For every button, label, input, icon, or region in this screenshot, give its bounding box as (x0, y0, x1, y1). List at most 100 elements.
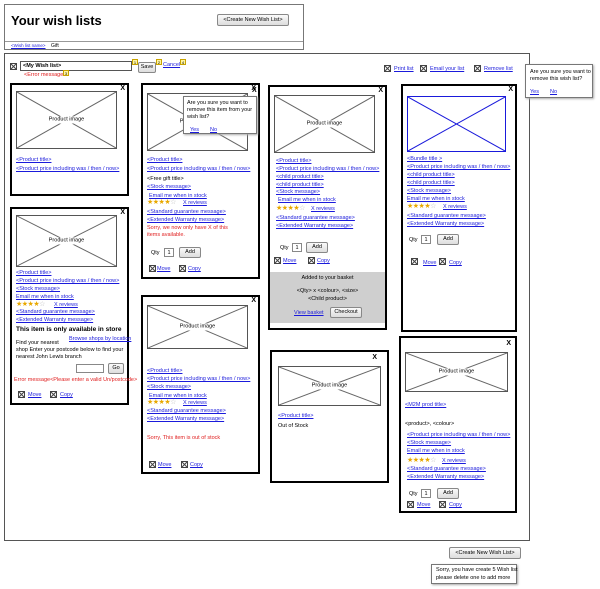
child-title-link-1[interactable]: <child product title> (407, 172, 455, 178)
remove-list-yes[interactable]: Yes (530, 89, 539, 95)
copy-icon[interactable] (439, 501, 446, 508)
list-name-field[interactable]: <My Wish list> (20, 61, 132, 71)
email-stock-link[interactable]: Email me when in stock (16, 294, 74, 300)
reviews-link[interactable]: X reviews (442, 458, 466, 464)
remove-list-no[interactable]: No (550, 89, 558, 95)
qty-input[interactable]: 1 (421, 489, 431, 498)
copy-link[interactable]: Copy (188, 266, 201, 272)
stock-message[interactable]: <Stock message> (407, 440, 452, 446)
move-link[interactable]: Move (28, 392, 42, 398)
child-title-link-2[interactable]: <child product title> (407, 180, 455, 186)
move-link[interactable]: Move (283, 258, 297, 264)
view-basket-link[interactable]: View basket (294, 310, 324, 316)
product-price-link[interactable]: <Product price including was / then / no… (147, 166, 251, 172)
copy-link[interactable]: Copy (60, 392, 73, 398)
close-icon[interactable]: X (120, 209, 125, 216)
copy-link[interactable]: Copy (190, 462, 203, 468)
reviews-link[interactable]: X reviews (54, 302, 78, 308)
product-title-link[interactable]: <Product title> (16, 157, 52, 163)
warranty-link[interactable]: <Extended Warranty message> (16, 317, 94, 323)
qty-input[interactable]: 1 (164, 248, 174, 257)
guarantee-link[interactable]: <Standard guarantee message> (407, 466, 486, 472)
warranty-link[interactable]: <Extended Warranty message> (147, 416, 225, 422)
print-list-link[interactable]: Print list (394, 66, 414, 72)
add-button[interactable]: Add (437, 234, 459, 245)
remove-item-yes[interactable]: Yes (190, 127, 199, 133)
child-title-link-2[interactable]: <child product title> (276, 182, 324, 188)
browse-shops-link[interactable]: Browse shops by location (69, 336, 132, 342)
add-button[interactable]: Add (306, 242, 328, 253)
product-title-link[interactable]: <Product title> (276, 158, 312, 164)
email-stock-link[interactable]: Email me when in stock (149, 193, 207, 199)
email-stock-link[interactable]: Email me when in stock (407, 448, 465, 454)
reviews-link[interactable]: X reviews (443, 204, 467, 210)
create-wishlist-button-bottom[interactable]: <Create New Wish List> (449, 547, 521, 559)
stock-message[interactable]: <Stock message> (407, 188, 452, 194)
close-icon[interactable]: X (251, 85, 256, 92)
copy-link[interactable]: Copy (317, 258, 330, 264)
close-icon[interactable]: X (506, 340, 511, 347)
copy-link[interactable]: Copy (449, 502, 462, 508)
save-button[interactable]: Save (138, 62, 156, 73)
product-price-link[interactable]: <Product price including was / then / no… (16, 278, 120, 284)
move-link[interactable]: Move (158, 462, 172, 468)
close-icon[interactable]: X (251, 297, 256, 304)
move-icon[interactable] (18, 391, 25, 398)
move-icon[interactable] (149, 265, 156, 272)
copy-icon[interactable] (50, 391, 57, 398)
stock-message[interactable]: <Stock message> (16, 286, 61, 292)
stock-message[interactable]: <Stock message> (276, 189, 321, 195)
copy-icon[interactable] (439, 258, 446, 265)
cancel-link[interactable]: Cancel (163, 62, 181, 68)
reviews-link[interactable]: X reviews (183, 200, 207, 206)
product-price-link[interactable]: <Product price including was / then / no… (407, 164, 511, 170)
product-title-link[interactable]: <Product title> (278, 413, 314, 419)
remove-icon[interactable] (474, 65, 481, 72)
create-wishlist-button[interactable]: <Create New Wish List> (217, 14, 289, 26)
product-price-link[interactable]: <Product price including was / then / no… (16, 166, 120, 172)
product-price-link[interactable]: <Product price including was / then / no… (276, 166, 380, 172)
remove-item-no[interactable]: No (210, 127, 218, 133)
qty-input[interactable]: 1 (292, 243, 302, 252)
warranty-link[interactable]: <Extended Warranty message> (407, 474, 485, 480)
product-title-link[interactable]: <Product title> (147, 368, 183, 374)
tab-wishlist-name[interactable]: <Wish list name> (11, 43, 46, 48)
move-icon[interactable] (149, 461, 156, 468)
product-price-link[interactable]: <Product price including was / then / no… (407, 432, 511, 438)
add-button[interactable]: Add (179, 247, 201, 258)
close-icon[interactable]: X (508, 86, 513, 93)
m2m-title-link[interactable]: <M2M prod title> (405, 402, 447, 408)
product-price-link[interactable]: <Product price including was / then / no… (147, 376, 251, 382)
checkout-button[interactable]: Checkout (330, 307, 362, 318)
copy-icon[interactable] (179, 265, 186, 272)
warranty-link[interactable]: <Extended Warranty message> (276, 223, 354, 229)
guarantee-link[interactable]: <Standard guarantee message> (147, 408, 226, 414)
reviews-link[interactable]: X reviews (183, 400, 207, 406)
copy-link[interactable]: Copy (449, 260, 462, 266)
child-title-link-1[interactable]: <child product title> (276, 174, 324, 180)
email-icon[interactable] (420, 65, 427, 72)
reviews-link[interactable]: X reviews (311, 206, 335, 212)
product-title-link[interactable]: <Product title> (16, 270, 52, 276)
email-stock-link[interactable]: Email me when in stock (407, 196, 465, 202)
print-icon[interactable] (384, 65, 391, 72)
stock-message[interactable]: <Stock message> (147, 384, 192, 390)
close-icon[interactable]: X (372, 354, 377, 361)
qty-input[interactable]: 1 (421, 235, 431, 244)
postcode-input[interactable] (76, 364, 104, 373)
warranty-link[interactable]: <Extended Warranty message> (407, 221, 485, 227)
guarantee-link[interactable]: <Standard guarantee message> (407, 213, 486, 219)
warranty-link[interactable]: <Extended Warranty message> (147, 217, 225, 223)
move-icon[interactable] (274, 257, 281, 264)
go-button[interactable]: Go (108, 363, 124, 374)
email-list-link[interactable]: Email your list (430, 66, 465, 72)
move-icon[interactable] (411, 258, 418, 265)
remove-list-link[interactable]: Remove list (484, 66, 513, 72)
select-list-checkbox[interactable] (10, 63, 17, 70)
stock-message[interactable]: <Stock message> (147, 184, 192, 190)
bundle-title-link[interactable]: <Bundle title > (407, 156, 443, 162)
close-icon[interactable]: X (378, 87, 383, 94)
move-link[interactable]: Move (417, 502, 431, 508)
product-title-link[interactable]: <Product title> (147, 157, 183, 163)
remove-item-close-icon[interactable]: X (252, 87, 257, 94)
